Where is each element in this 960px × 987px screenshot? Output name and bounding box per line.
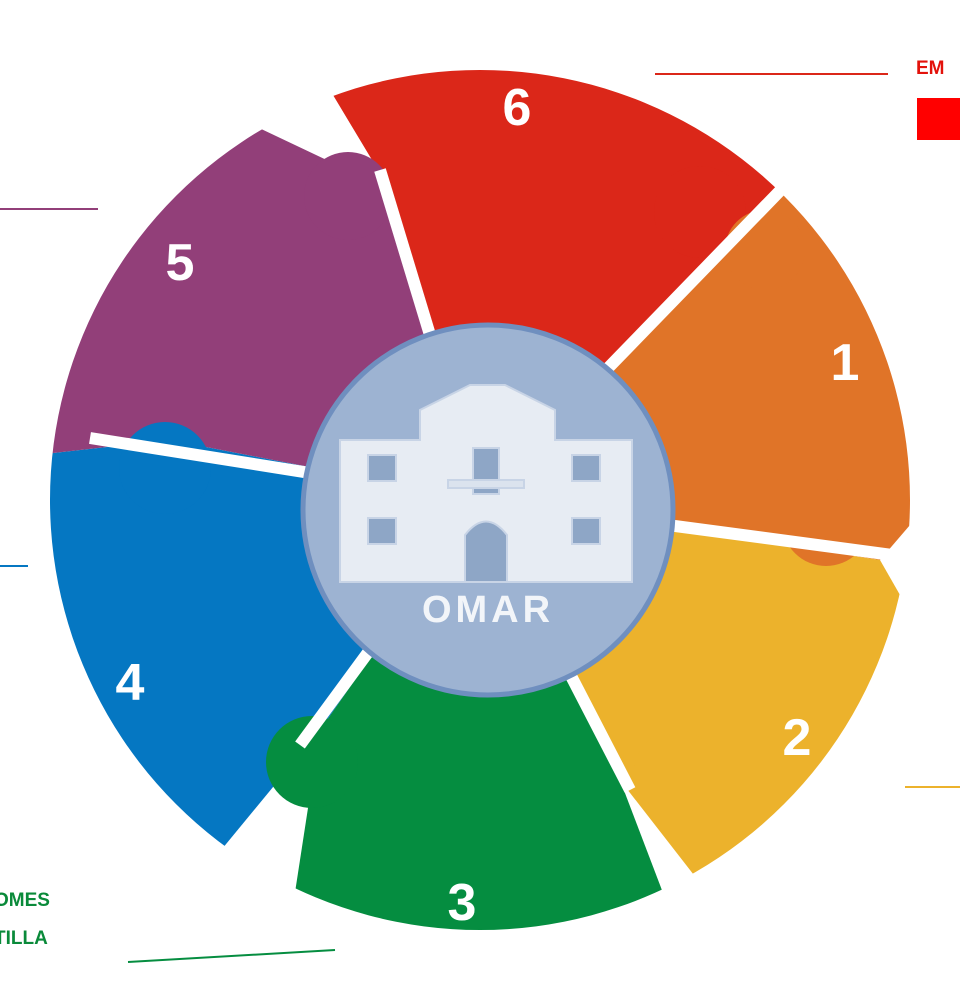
piece-number-5: 5 bbox=[166, 234, 195, 292]
piece-number-2: 2 bbox=[783, 709, 812, 767]
piece-number-4: 4 bbox=[116, 654, 145, 712]
label-tilla: TILLA bbox=[0, 928, 48, 949]
piece-2-knob bbox=[634, 730, 718, 814]
building-icon bbox=[339, 384, 633, 583]
piece-number-3: 3 bbox=[448, 874, 477, 932]
label-omes: OMES bbox=[0, 890, 50, 911]
piece-5-knob bbox=[304, 152, 392, 240]
puzzle-piece-3 bbox=[280, 500, 700, 931]
connector-line-3 bbox=[127, 949, 336, 963]
piece-number-6: 6 bbox=[503, 79, 532, 137]
omar-logo: OMAR bbox=[300, 322, 676, 698]
piece-3-knob bbox=[266, 716, 358, 808]
piece-4-knob bbox=[119, 422, 211, 514]
piece-6-knob bbox=[654, 166, 746, 258]
puzzle-piece-6 bbox=[300, 70, 792, 500]
logo-text: OMAR bbox=[422, 589, 554, 631]
piece-1-knob-top bbox=[725, 210, 805, 290]
label-em: EM bbox=[916, 58, 945, 79]
em-swatch bbox=[917, 98, 960, 140]
piece-number-1: 1 bbox=[831, 334, 860, 392]
